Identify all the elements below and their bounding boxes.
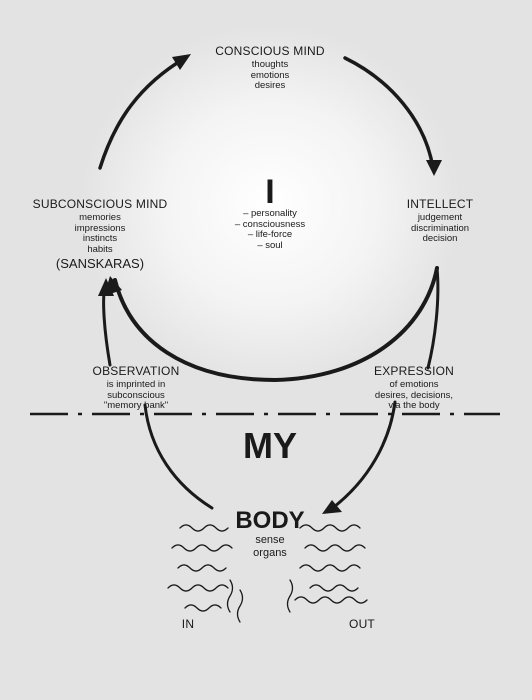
arrowheads bbox=[98, 54, 442, 514]
subconscious-mind-line: instincts bbox=[82, 233, 118, 245]
intellect-label: INTELLECT judgement discrimination decis… bbox=[385, 195, 495, 245]
intellect-line: discrimination bbox=[410, 222, 470, 234]
arc-to-intellect bbox=[343, 56, 435, 170]
self-line: – life-force bbox=[247, 229, 293, 241]
subconscious-mind-line: memories bbox=[79, 211, 121, 223]
conscious-mind-title: CONSCIOUS MIND bbox=[215, 44, 325, 58]
self-line: – consciousness bbox=[234, 218, 306, 230]
body-title: BODY bbox=[235, 507, 305, 534]
arc-body-to-observation bbox=[143, 403, 214, 510]
out-label: OUT bbox=[349, 617, 375, 631]
cycle-arrows bbox=[98, 56, 440, 512]
conscious-mind-line: thoughts bbox=[251, 58, 289, 70]
observation-line: is imprinted in bbox=[106, 378, 166, 390]
subconscious-mind-line: impressions bbox=[74, 222, 126, 234]
expression-label: EXPRESSION of emotions desires, decision… bbox=[352, 362, 476, 412]
self-symbol: I bbox=[265, 173, 275, 211]
conscious-mind-line: desires bbox=[254, 80, 286, 92]
subconscious-mind-label: SUBCONSCIOUS MIND memories impressions i… bbox=[20, 195, 180, 272]
center-glow bbox=[80, 25, 460, 385]
subconscious-mind-line: habits bbox=[87, 243, 113, 255]
arrowhead-conscious bbox=[172, 54, 191, 70]
line-intellect-expression bbox=[426, 266, 440, 370]
observation-line: subconscious bbox=[107, 389, 165, 401]
sanskaras-note: (SANSKARAS) bbox=[55, 256, 145, 272]
arrowhead-intellect bbox=[426, 160, 442, 176]
sense-squiggles-left bbox=[167, 524, 244, 623]
self-line: – soul bbox=[257, 239, 283, 251]
intellect-line: decision bbox=[422, 233, 458, 245]
body-line: sense bbox=[255, 534, 285, 547]
conscious-mind-label: CONSCIOUS MIND thoughts emotions desires bbox=[190, 42, 350, 92]
intellect-line: judgement bbox=[417, 211, 463, 223]
expression-line: desires, decisions, bbox=[374, 389, 454, 401]
self-line: – personality bbox=[243, 208, 297, 219]
subconscious-mind-title: SUBCONSCIOUS MIND bbox=[32, 197, 168, 211]
arc-expression-to-body bbox=[328, 400, 397, 512]
observation-label: OBSERVATION is imprinted in subconscious… bbox=[78, 362, 194, 412]
in-label: IN bbox=[181, 617, 195, 631]
body-label: BODY sense organs bbox=[220, 507, 320, 559]
intellect-title: INTELLECT bbox=[406, 197, 474, 211]
body-line: organs bbox=[253, 546, 287, 559]
arrowhead-observation bbox=[98, 278, 114, 296]
sense-squiggles-right bbox=[286, 524, 368, 613]
self-label: I – personality – consciousness – life-f… bbox=[215, 175, 325, 252]
conscious-mind-line: emotions bbox=[250, 69, 290, 81]
arc-to-conscious bbox=[98, 56, 187, 170]
expression-line: of emotions bbox=[389, 378, 439, 390]
arc-to-subconscious bbox=[113, 266, 439, 383]
expression-title: EXPRESSION bbox=[373, 364, 455, 378]
observation-title: OBSERVATION bbox=[92, 364, 180, 378]
my-label: MY bbox=[243, 425, 297, 466]
observation-line: "memory bank" bbox=[103, 400, 169, 412]
arrowhead-body bbox=[322, 500, 342, 514]
expression-line: via the body bbox=[388, 400, 440, 412]
